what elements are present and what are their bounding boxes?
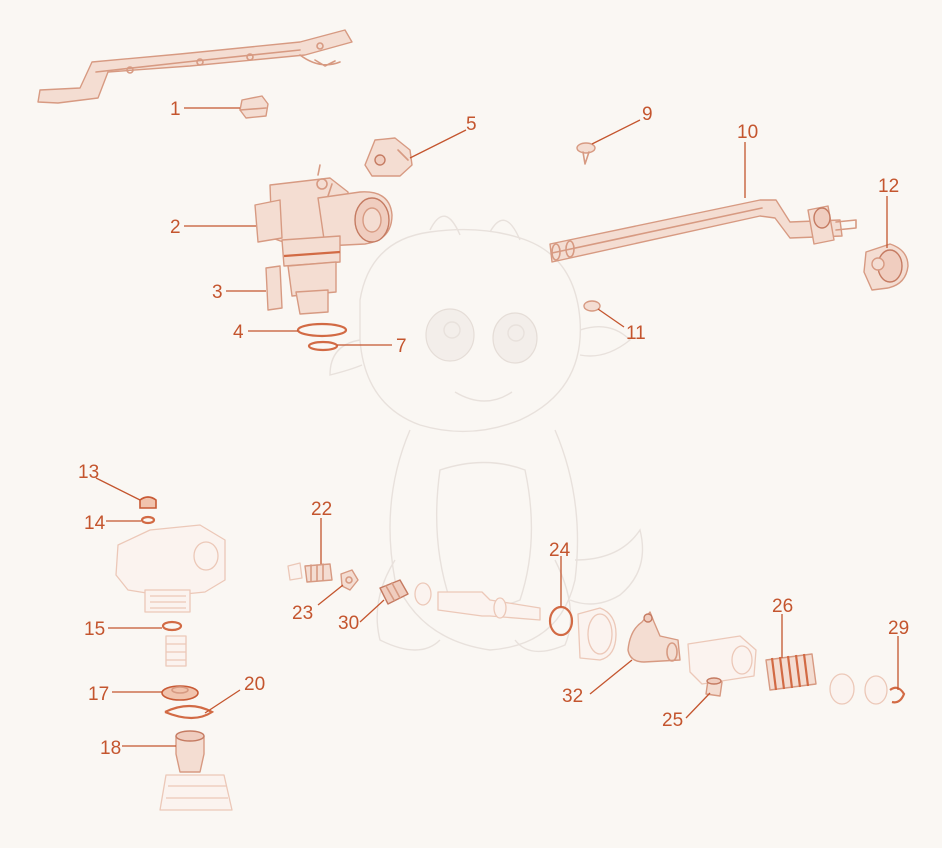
label-32: 32 [562, 686, 583, 707]
part-1-nut [239, 95, 269, 119]
label-25: 25 [662, 710, 683, 731]
dragon-watermark [329, 215, 644, 653]
label-20: 20 [244, 674, 265, 695]
label-15: 15 [84, 619, 105, 640]
pump-body [115, 524, 226, 613]
spring-column [165, 635, 187, 667]
part-4-washer [296, 322, 348, 338]
part-7-washer [307, 340, 339, 352]
label-29: 29 [888, 618, 909, 639]
label-10: 10 [737, 122, 758, 143]
lever-bar [37, 29, 353, 104]
label-7: 7 [396, 336, 407, 357]
label-4: 4 [233, 322, 244, 343]
part-29-clip [889, 686, 906, 704]
label-23: 23 [292, 603, 313, 624]
part-30-spring [379, 579, 432, 606]
label-13: 13 [78, 462, 99, 483]
label-14: 14 [84, 513, 106, 534]
label-18: 18 [100, 738, 121, 759]
part-18-valve [175, 730, 205, 773]
part-25-pin [705, 677, 723, 697]
label-5: 5 [466, 114, 477, 135]
label-9: 9 [642, 104, 653, 125]
label-12: 12 [878, 176, 899, 197]
label-24: 24 [549, 540, 571, 561]
part-2-housing [254, 164, 393, 315]
part-32-lever [627, 611, 681, 663]
part-15-ring [161, 620, 183, 632]
part-10-shaft [549, 199, 857, 263]
callout-labels: 1 2 3 4 7 5 9 10 11 12 13 14 15 17 20 18… [78, 99, 909, 759]
plunger-rod [437, 591, 541, 621]
label-17: 17 [88, 684, 109, 705]
leader-lines [95, 107, 899, 747]
end-caps [829, 673, 888, 705]
lower-cylinder [159, 774, 233, 811]
part-5-bracket [364, 137, 413, 177]
part-22-spring [287, 562, 333, 583]
part-26-spring [765, 653, 817, 691]
part-20-clip [164, 704, 215, 720]
bushing-sleeve [577, 607, 617, 661]
label-26: 26 [772, 596, 793, 617]
sliding-block [687, 635, 757, 685]
label-3: 3 [212, 282, 223, 303]
part-14-oring [140, 515, 156, 525]
label-2: 2 [170, 217, 181, 238]
part-17-cup [161, 685, 199, 701]
label-11: 11 [626, 323, 646, 344]
label-1: 1 [170, 99, 181, 120]
part-3-pin [265, 265, 283, 311]
part-11-washer [583, 300, 601, 312]
part-24-oring [548, 605, 574, 637]
part-13-cap [139, 496, 157, 509]
part-12-bushing [863, 243, 909, 291]
part-9-screw [576, 142, 596, 165]
label-30: 30 [338, 613, 359, 634]
part-23-nut [340, 569, 359, 591]
label-22: 22 [311, 499, 332, 520]
